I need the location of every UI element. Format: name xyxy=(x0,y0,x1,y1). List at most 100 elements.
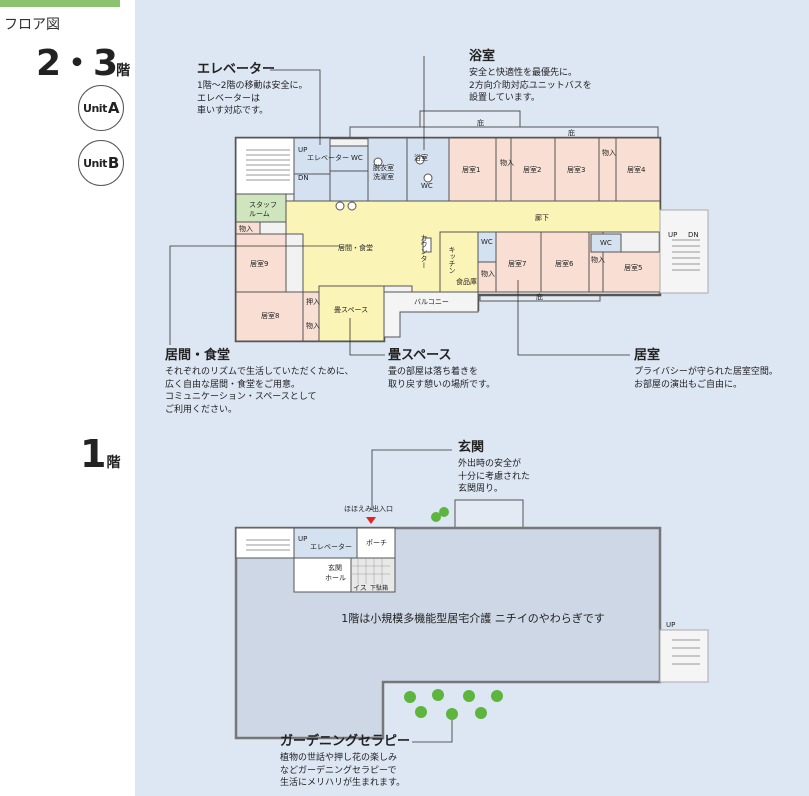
stair-left xyxy=(235,137,295,195)
label-storage-3: 物入 xyxy=(239,224,253,233)
wash-basin-2 xyxy=(347,201,357,211)
label-bath: 浴室 xyxy=(414,153,428,162)
callout-line: 植物の世話や押し花の楽しみ xyxy=(280,753,398,763)
staff-room xyxy=(235,193,287,223)
label-tatami: 畳スペース xyxy=(334,306,368,314)
room-6 xyxy=(540,231,590,293)
callout-line: ご利用ください。 xyxy=(165,404,238,415)
callout-tatami: 畳スペース 畳の部屋は落ち着きを 取り戻す憩いの場所です。 xyxy=(388,348,495,391)
label-living: 居間・食堂 xyxy=(338,243,373,252)
tree-icon xyxy=(415,706,427,718)
floor-plan-panel: UP DN エレベーター WC 脱衣室 洗濯室 浴室 WC 居室1 物入 居室2… xyxy=(135,0,809,796)
tree-icon xyxy=(446,708,458,720)
callout-elevator-title: エレベーター xyxy=(197,62,276,77)
label-eaves-top: 庇 xyxy=(477,118,484,127)
callout-line: エレベーターは xyxy=(197,93,261,104)
label-wc-2: WC xyxy=(481,238,493,246)
lower-elevator xyxy=(293,527,358,559)
label-lower-stair-up: UP xyxy=(298,535,307,543)
callout-tatami-title: 畳スペース xyxy=(388,348,452,363)
elevator-shaft xyxy=(293,137,331,175)
label-room-5: 居室5 xyxy=(624,263,642,272)
label-room-4: 居室4 xyxy=(627,165,646,174)
label-eaves-upper: 庇 xyxy=(568,128,575,137)
entrance-arrow-icon xyxy=(366,517,376,524)
callout-line: コミュニケーション・スペースとして xyxy=(165,392,317,402)
label-room-8: 居室8 xyxy=(261,311,279,320)
lower-floor-plan xyxy=(234,499,709,740)
callout-line: 設置しています。 xyxy=(469,93,540,103)
label-stair-dn-left: DN xyxy=(298,174,309,182)
label-entrance-gate: ほほえみ出入口 xyxy=(344,504,393,513)
tree-group xyxy=(404,507,503,720)
label-laundry: 洗濯室 xyxy=(373,172,394,181)
lower-stair xyxy=(235,527,295,559)
tree-icon xyxy=(432,689,444,701)
label-room-3: 居室3 xyxy=(567,165,585,174)
stair-left-steps xyxy=(246,149,290,181)
unit-a-prefix: Unit xyxy=(83,101,107,115)
callout-entrance: 玄関 外出時の安全が 十分に考慮された 玄関周り。 xyxy=(458,440,530,496)
label-lower-stair-up-right: UP xyxy=(666,621,675,629)
wash-basin-1 xyxy=(335,201,345,211)
lower-floor-description: 1階は小規模多機能型居宅介護 ニチイのやわらぎです xyxy=(341,611,605,625)
storage-2 xyxy=(598,137,617,202)
lower-stair-steps xyxy=(246,539,700,665)
bath-room xyxy=(406,137,450,202)
callout-room-title: 居室 xyxy=(634,348,661,363)
callout-line: お部屋の演出もご自由に。 xyxy=(634,379,743,390)
room-4 xyxy=(615,137,661,202)
tatami-space xyxy=(318,285,385,342)
label-storage-1: 物入 xyxy=(500,158,514,167)
label-room-2: 居室2 xyxy=(523,165,541,174)
lower-leader-lines xyxy=(371,449,453,743)
callout-line: 取り戻す憩いの場所です。 xyxy=(388,379,496,390)
label-storage-4: 物入 xyxy=(481,269,495,278)
label-porch: ポーチ xyxy=(366,539,387,547)
callout-line: 畳の部屋は落ち着きを xyxy=(388,367,479,377)
label-storage-5: 物入 xyxy=(591,255,605,264)
stair-right-steps xyxy=(672,239,700,271)
callout-entrance-title: 玄関 xyxy=(458,440,485,455)
label-stair-dn-right: DN xyxy=(688,231,699,239)
unit-a-letter: A xyxy=(107,99,120,117)
upper-floor-heading: 2・3階 xyxy=(36,34,130,86)
label-storage-2: 物入 xyxy=(602,148,616,157)
tree-icon xyxy=(404,691,416,703)
callout-line: 1階～2階の移動は安全に。 xyxy=(197,81,308,91)
label-room-1: 居室1 xyxy=(462,165,480,174)
lower-room-labels: UP エレベーター ポーチ 玄関 ホール イス 下駄箱 ほほえみ出入口 UP xyxy=(298,504,675,629)
callout-line: それぞれのリズムで生活していただくために、 xyxy=(165,367,354,377)
callout-line: 車いす対応です。 xyxy=(197,106,269,116)
upper-leader-lines xyxy=(169,56,630,356)
label-lower-elevator: エレベーター xyxy=(310,542,352,551)
callout-living-title: 居間・食堂 xyxy=(165,348,231,363)
label-room-6: 居室6 xyxy=(555,259,574,268)
label-entrance-2: ホール xyxy=(325,574,346,582)
label-wc-3: WC xyxy=(600,239,612,247)
callout-elevator: エレベーター 1階～2階の移動は安全に。 エレベーターは 車いす対応です。 xyxy=(197,62,307,118)
label-stair-up-left: UP xyxy=(298,146,307,154)
label-room-7: 居室7 xyxy=(508,259,526,268)
label-staff-2: ルーム xyxy=(249,210,270,218)
upper-floor-number: 2・3 xyxy=(36,43,118,84)
callout-garden: ガーデニングセラピー 植物の世話や押し花の楽しみ などガーデニングセラピーで 生… xyxy=(280,734,410,790)
tree-icon xyxy=(463,690,475,702)
room-2 xyxy=(510,137,556,202)
tree-icon xyxy=(475,707,487,719)
label-chair: イス xyxy=(353,584,367,592)
tree-icon xyxy=(431,512,441,522)
upper-floor-suffix: 階 xyxy=(116,63,130,79)
room-8 xyxy=(235,291,304,342)
room-9 xyxy=(235,233,287,293)
callout-room: 居室 プライバシーが守られた居室空間。 お部屋の演出もご自由に。 xyxy=(634,348,778,391)
label-shoe-box: 下駄箱 xyxy=(370,584,388,592)
callout-line: 生活にメリハリが生まれます。 xyxy=(280,778,406,788)
label-kitchen: キッチン xyxy=(448,246,456,274)
callout-line: 十分に考慮された xyxy=(458,471,531,482)
tree-icon xyxy=(439,507,449,517)
porch xyxy=(356,527,396,559)
label-stair-up-right: UP xyxy=(668,231,677,239)
